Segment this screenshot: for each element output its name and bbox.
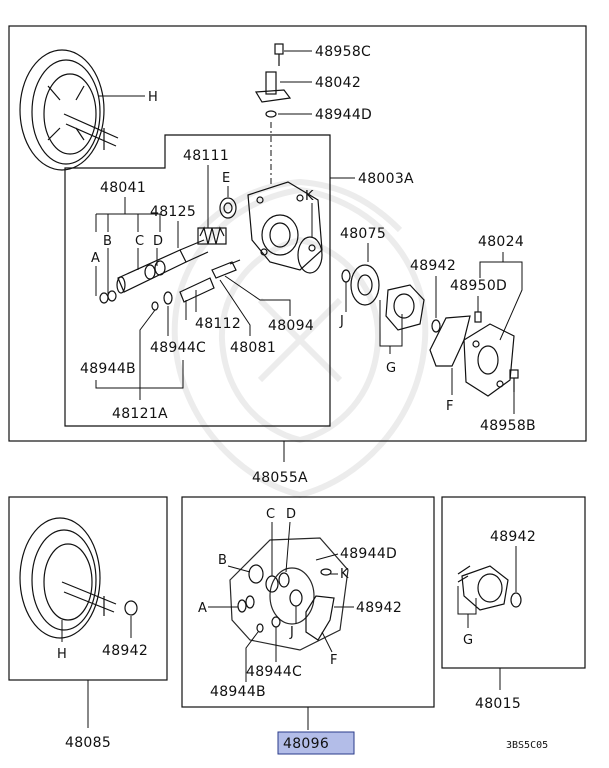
- cam-g-label: G: [386, 361, 396, 376]
- oring-48942-label: 48942: [410, 258, 456, 274]
- plug-part: [151, 259, 241, 311]
- seal-kit-48944d-label: 48944D: [340, 546, 397, 562]
- seal-kit-seals-part: [237, 564, 335, 641]
- seal-kit-letter-d: D: [286, 507, 296, 522]
- cartridge-part: [457, 565, 509, 611]
- cam-ring-part: [385, 284, 441, 333]
- valve-kit-48121a-label: 48121A: [112, 406, 168, 422]
- main-letter-c: C: [135, 234, 144, 249]
- seal-kit-48944b-label: 48944B: [210, 684, 266, 700]
- pulley-kit-oring-part: [124, 600, 138, 616]
- gasket-f-label: F: [446, 399, 453, 414]
- cartridge-48942-label: 48942: [490, 529, 536, 545]
- pulley-kit-pulley-part: [19, 517, 117, 639]
- watermark-emblem: [171, 178, 429, 499]
- bolt-48958c-part: [274, 43, 312, 66]
- pump-body-48003a-label: 48003A: [358, 171, 414, 187]
- cover-48024-label: 48024: [478, 234, 524, 250]
- pin-48950d-label: 48950D: [450, 278, 507, 294]
- valve-48111-label: 48111: [183, 148, 229, 164]
- seal-kit-48944c-label: 48944C: [246, 664, 302, 680]
- pin-part: [474, 311, 482, 323]
- joint-48042-part: [254, 71, 312, 103]
- main-letter-a: A: [91, 251, 100, 266]
- seal-kit-letter-c: C: [266, 507, 275, 522]
- oring-48944c-label: 48944C: [150, 340, 206, 356]
- cartridge-g-label: G: [463, 633, 473, 648]
- pulley-kit-48942-label: 48942: [102, 643, 148, 659]
- pulley-kit-h-label: H: [57, 647, 67, 662]
- sleeve-48081-label: 48081: [230, 340, 276, 356]
- cartridge-48015-label: 48015: [475, 696, 521, 712]
- cartridge-kit-frame: [441, 496, 586, 669]
- seal-kit-letter-a: A: [198, 601, 207, 616]
- seal-kit-letter-b: B: [218, 553, 227, 568]
- seal-e-part: [219, 186, 237, 219]
- seal-e-label: E: [222, 171, 230, 186]
- connector-48094-label: 48094: [268, 318, 314, 334]
- spool-48041-label: 48041: [100, 180, 146, 196]
- main-letter-d: D: [153, 234, 163, 249]
- seal-kit-highlight: [277, 731, 355, 755]
- main-assembly-frame: [8, 25, 587, 442]
- pump-body-part: [247, 181, 323, 271]
- seal-kit-f-label: F: [330, 653, 337, 668]
- rotor-48075-label: 48075: [340, 226, 386, 242]
- seal-kit-48942-label: 48942: [356, 600, 402, 616]
- rotor-j-label: J: [339, 314, 344, 329]
- oring-48944d-label: 48944D: [315, 107, 372, 123]
- seal-kit-j-label: J: [289, 625, 294, 640]
- body-k-label: K: [305, 189, 314, 204]
- cartridge-oring-part: [510, 592, 522, 608]
- spring-48125-label: 48125: [150, 204, 196, 220]
- seal-kit-48096-label[interactable]: 48096: [283, 736, 329, 752]
- bolt-48958c-label: 48958C: [315, 44, 371, 60]
- main-letter-b: B: [103, 234, 112, 249]
- seal-kit-housing-part: [229, 537, 349, 651]
- pulley-part: [19, 49, 145, 171]
- plug-48112-label: 48112: [195, 316, 241, 332]
- pulley-h-label: H: [148, 90, 158, 105]
- diagram-code: 3BS5C05: [506, 740, 548, 751]
- body-oring-k-part: [297, 236, 323, 274]
- housing-kit-frame: [64, 134, 331, 427]
- cover-part: [463, 323, 515, 397]
- oring-48944b-label: 48944B: [80, 361, 136, 377]
- seal-kit-k-label: K: [340, 567, 349, 582]
- cover-bolt-part: [509, 369, 519, 392]
- oring-48944d-part: [265, 110, 277, 118]
- cover-bolt-48958b-label: 48958B: [480, 418, 536, 434]
- joint-48042-label: 48042: [315, 75, 361, 91]
- spring-48111-part: [197, 226, 227, 245]
- spool-valve-part: [99, 239, 209, 304]
- pulley-kit-48085-label: 48085: [65, 735, 111, 751]
- assembly-48055a-label: 48055A: [252, 470, 308, 486]
